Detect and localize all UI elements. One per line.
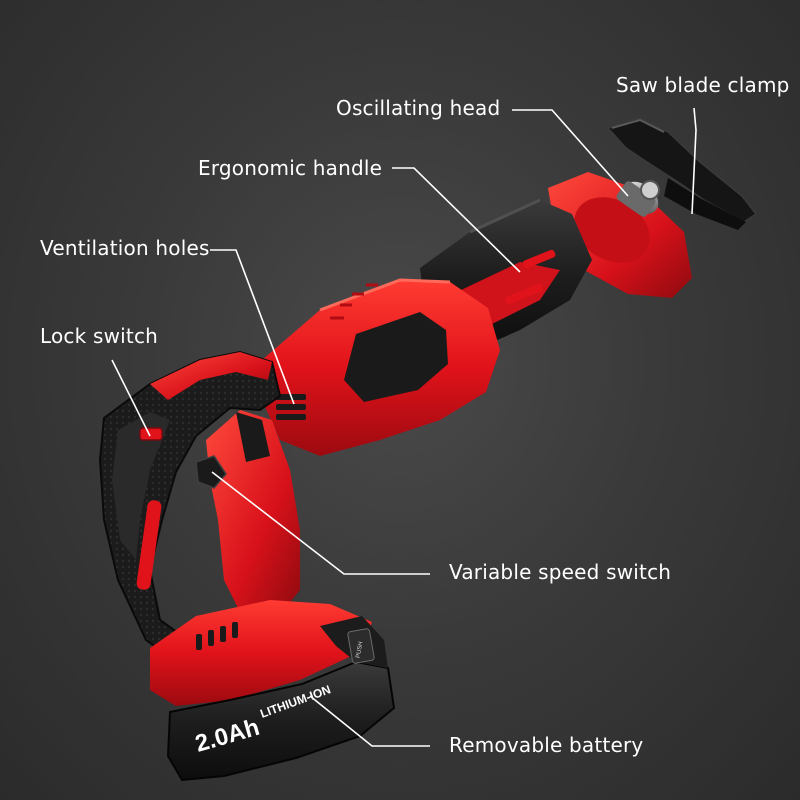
motor-housing: [262, 278, 500, 456]
variable-speed-switch: [195, 455, 227, 489]
label-ventilation-holes: Ventilation holes: [40, 236, 210, 260]
leader-line-ergonomic-handle: [392, 167, 521, 273]
label-variable-speed-switch: Variable speed switch: [449, 560, 672, 584]
battery-button-label: PUSH: [356, 641, 365, 658]
saw-blade-clamp: [606, 117, 758, 230]
leader-line-saw-blade-clamp: [691, 107, 697, 215]
label-oscillating-head: Oscillating head: [336, 96, 501, 120]
lock-switch: [139, 427, 163, 441]
label-removable-battery: Removable battery: [449, 733, 644, 757]
label-lock-switch: Lock switch: [40, 324, 159, 348]
battery-base: [150, 600, 372, 706]
leader-line-removable-battery: [309, 695, 430, 747]
label-ergonomic-handle: Ergonomic handle: [198, 156, 383, 180]
leader-line-lock-switch: [111, 359, 151, 437]
label-saw-blade-clamp: Saw blade clamp: [616, 73, 790, 97]
front-grip: [206, 410, 300, 612]
leader-line-oscillating-head: [512, 109, 629, 197]
leader-line-variable-speed-switch: [211, 471, 430, 575]
leader-lines: [111, 107, 697, 747]
removable-battery: PUSH 2.0Ah LITHIUM-ION: [166, 616, 396, 782]
leader-line-ventilation-holes: [210, 249, 295, 405]
